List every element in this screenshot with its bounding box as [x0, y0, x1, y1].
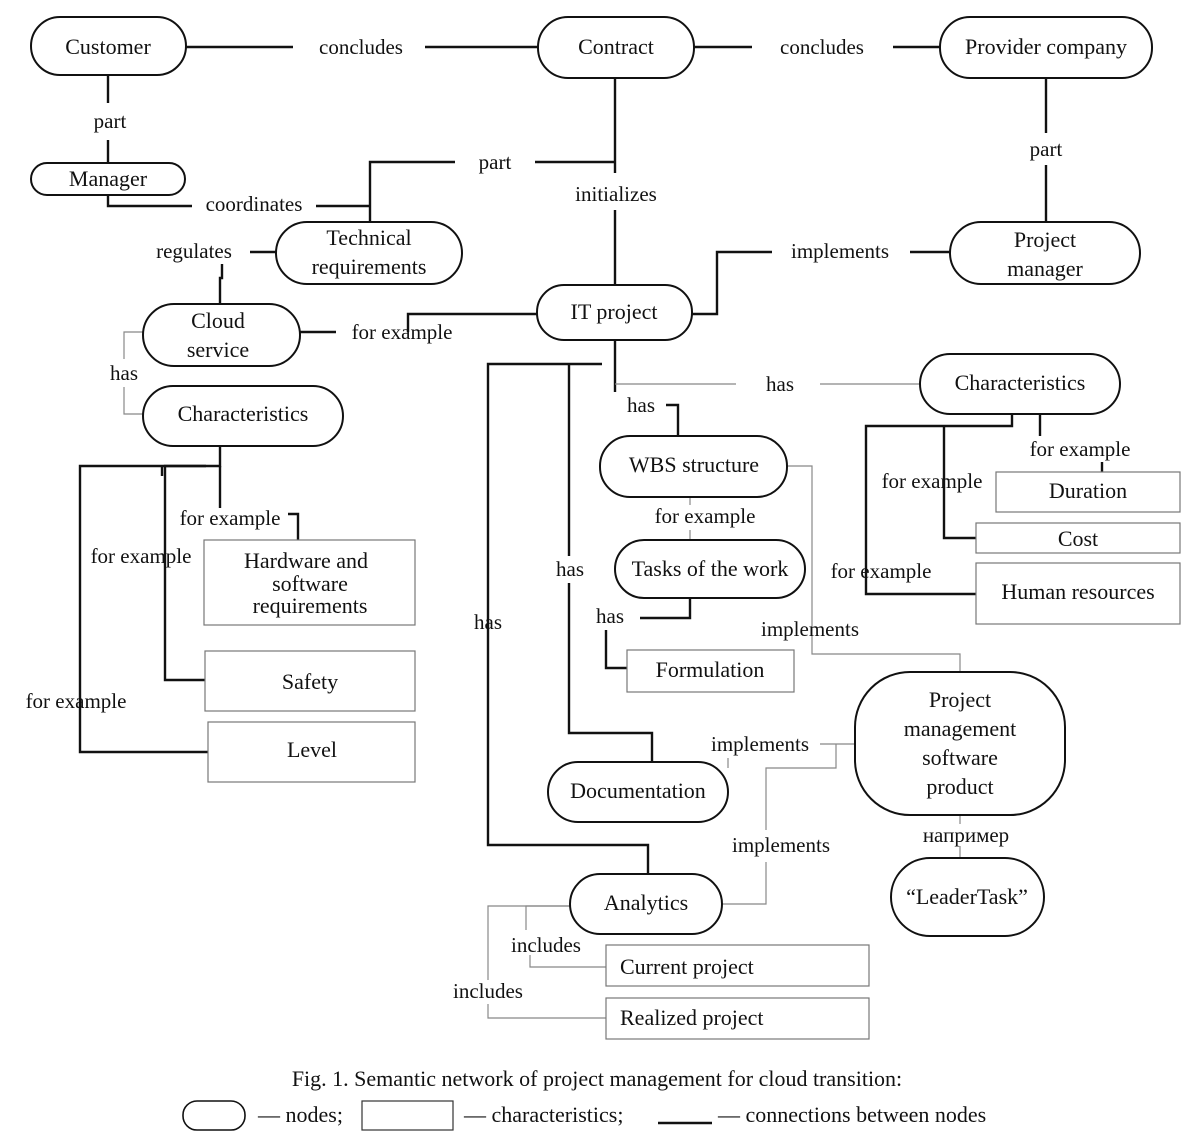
node-leadertask: “LeaderTask” — [890, 857, 1045, 937]
svg-text:management: management — [904, 716, 1016, 741]
legend-connections-label: — connections between nodes — [717, 1102, 986, 1127]
label-has-formulation: has — [596, 604, 624, 628]
label-initializes: initializes — [575, 182, 657, 206]
node-characteristics-right: Characteristics — [919, 353, 1121, 415]
svg-text:manager: manager — [1007, 256, 1083, 281]
svg-text:requirements: requirements — [253, 593, 368, 618]
svg-text:Current project: Current project — [620, 954, 754, 979]
svg-text:Cloud: Cloud — [191, 308, 245, 333]
svg-text:Formulation: Formulation — [656, 657, 765, 682]
label-regulates: regulates — [156, 239, 232, 263]
legend-characteristic-symbol — [361, 1100, 454, 1131]
node-customer: Customer — [30, 16, 187, 76]
svg-text:Documentation: Documentation — [570, 778, 706, 803]
svg-text:Safety: Safety — [282, 669, 338, 694]
node-characteristics-left: Characteristics — [142, 385, 344, 447]
svg-text:software: software — [922, 745, 998, 770]
characteristic-human-resources: Human resources — [975, 562, 1181, 625]
svg-text:software: software — [272, 571, 348, 596]
characteristic-cost: Cost — [975, 522, 1181, 554]
node-pm-software-product: Project management software product — [854, 671, 1066, 816]
label-has-wbs: has — [627, 393, 655, 417]
node-technical-requirements: Technical requirements — [275, 221, 463, 285]
svg-text:Project: Project — [929, 687, 991, 712]
node-documentation: Documentation — [547, 761, 729, 823]
label-part-customer-manager: part — [94, 109, 127, 133]
characteristic-hardware-software: Hardware and software requirements — [203, 539, 416, 626]
node-wbs-structure: WBS structure — [599, 435, 788, 498]
svg-text:Project: Project — [1014, 227, 1076, 252]
node-contract: Contract — [537, 16, 695, 79]
figure-caption: Fig. 1. Semantic network of project mana… — [292, 1066, 902, 1091]
svg-text:Duration: Duration — [1049, 478, 1127, 503]
characteristic-level: Level — [207, 721, 416, 783]
legend-characteristics-label: — characteristics; — [463, 1102, 623, 1127]
svg-text:Provider company: Provider company — [965, 34, 1127, 59]
label-concludes-customer-contract: concludes — [319, 35, 403, 59]
characteristic-safety: Safety — [204, 650, 416, 712]
relation-labels: concludes concludes part coordinates par… — [26, 35, 1131, 1003]
characteristic-current-project: Current project — [605, 944, 870, 987]
label-has-analytics: has — [474, 610, 502, 634]
svg-text:Contract: Contract — [578, 34, 654, 59]
svg-text:Level: Level — [287, 737, 337, 762]
svg-text:Analytics: Analytics — [604, 890, 688, 915]
node-provider-company: Provider company — [939, 16, 1153, 79]
svg-text:IT project: IT project — [571, 299, 658, 324]
caption-title: Fig. 1. Semantic network of project mana… — [292, 1066, 902, 1091]
label-for-example-wbs: for example — [655, 504, 756, 528]
label-has-documentation: has — [556, 557, 584, 581]
svg-text:Technical: Technical — [326, 225, 411, 250]
svg-text:Characteristics: Characteristics — [955, 370, 1086, 395]
label-has-cloud: has — [110, 361, 138, 385]
svg-text:WBS structure: WBS structure — [629, 452, 759, 477]
svg-text:Tasks of the work: Tasks of the work — [632, 556, 789, 581]
label-implements-documentation: implements — [711, 732, 809, 756]
svg-text:Realized project: Realized project — [620, 1005, 764, 1030]
label-naprimer: например — [923, 823, 1009, 847]
svg-text:requirements: requirements — [312, 254, 427, 279]
svg-text:Hardware and: Hardware and — [244, 548, 368, 573]
node-project-manager: Project manager — [949, 221, 1141, 285]
label-part-provider-pm: part — [1030, 137, 1063, 161]
svg-text:product: product — [926, 774, 993, 799]
svg-text:Manager: Manager — [69, 166, 148, 191]
label-implements-pm-itproject: implements — [791, 239, 889, 263]
connections-thin — [123, 331, 961, 1019]
label-includes-current: includes — [511, 933, 581, 957]
svg-text:Cost: Cost — [1058, 526, 1098, 551]
connections-thick — [78, 45, 1104, 874]
node-manager: Manager — [30, 162, 186, 196]
svg-text:service: service — [187, 337, 249, 362]
node-tasks-of-the-work: Tasks of the work — [614, 539, 806, 599]
node-it-project: IT project — [536, 284, 693, 341]
label-coordinates: coordinates — [206, 192, 303, 216]
characteristic-duration: Duration — [995, 471, 1181, 513]
svg-text:Customer: Customer — [65, 34, 151, 59]
label-for-example-hw: for example — [180, 506, 281, 530]
node-cloud-service: Cloud service — [142, 303, 301, 367]
characteristic-realized-project: Realized project — [605, 997, 870, 1040]
label-for-example-level: for example — [26, 689, 127, 713]
label-implements-wbs: implements — [761, 617, 859, 641]
svg-text:“LeaderTask”: “LeaderTask” — [906, 884, 1028, 909]
legend: — nodes; — characteristics; — connection… — [182, 1100, 986, 1131]
characteristic-formulation: Formulation — [626, 649, 795, 693]
label-part-contract-techreq: part — [479, 150, 512, 174]
label-includes-realized: includes — [453, 979, 523, 1003]
label-for-example-cost: for example — [882, 469, 983, 493]
label-for-example-human: for example — [831, 559, 932, 583]
label-has-characteristics-right: has — [766, 372, 794, 396]
legend-nodes-label: — nodes; — [257, 1102, 343, 1127]
svg-text:Characteristics: Characteristics — [178, 401, 309, 426]
label-for-example-cloud: for example — [352, 320, 453, 344]
label-for-example-duration: for example — [1030, 437, 1131, 461]
svg-text:Human resources: Human resources — [1001, 579, 1154, 604]
label-for-example-safety: for example — [91, 544, 192, 568]
label-implements-analytics: implements — [732, 833, 830, 857]
label-concludes-contract-provider: concludes — [780, 35, 864, 59]
legend-node-symbol — [182, 1100, 246, 1131]
node-analytics: Analytics — [569, 873, 723, 935]
